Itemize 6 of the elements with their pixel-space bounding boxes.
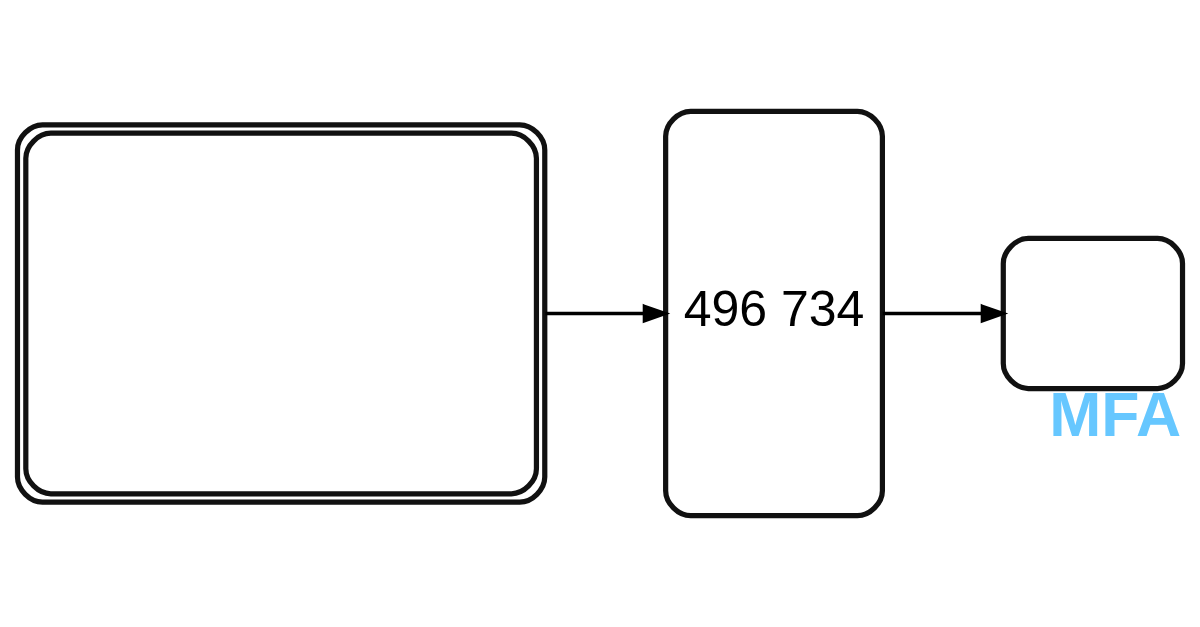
node-box [14,122,548,505]
node-box: 496 734 [663,108,885,519]
node-box [1000,235,1186,392]
node-label: MFA [1049,379,1182,450]
arrow [545,303,671,324]
arrow [882,303,1009,324]
